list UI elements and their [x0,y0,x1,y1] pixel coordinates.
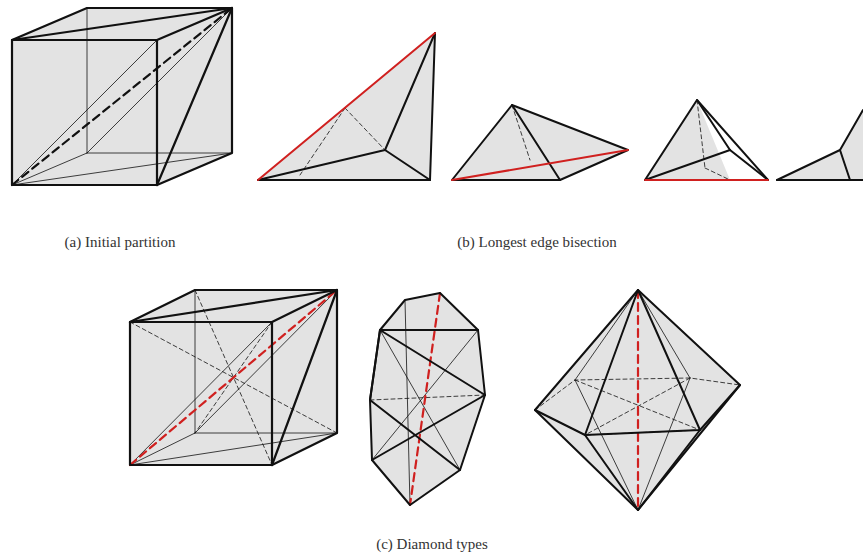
figure-caption: (c) Diamond types [376,536,488,553]
figure-caption: (a) Initial partition [65,234,176,251]
figure-caption: (b) Longest edge bisection [457,234,617,251]
